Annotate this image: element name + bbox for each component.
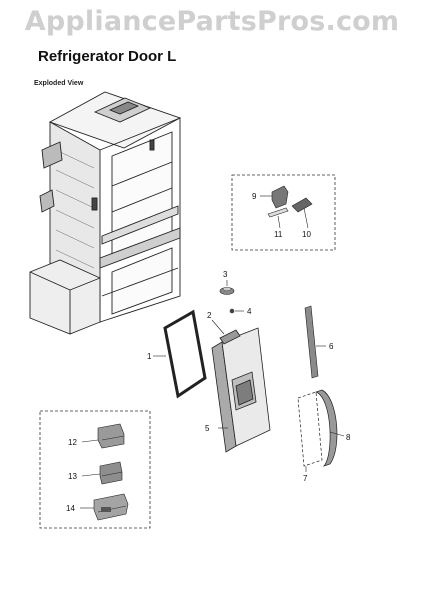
label-part-8: 8 (346, 433, 351, 442)
part-11-shape (267, 207, 289, 218)
label-part-1: 1 (147, 352, 152, 361)
part-6-strip: 6 (304, 305, 334, 379)
door-gasket: 1 (147, 309, 207, 399)
label-part-5: 5 (205, 424, 210, 433)
cabinet-drawing (29, 91, 182, 335)
door-handle (297, 389, 345, 472)
label-part-3: 3 (223, 270, 228, 279)
door-panel (211, 327, 271, 453)
part-4-shape (229, 308, 235, 314)
part-9-shape (271, 185, 289, 209)
label-part-4: 4 (247, 307, 252, 316)
parts-box-9-11: 9 10 11 (231, 174, 336, 251)
label-part-6: 6 (329, 342, 334, 351)
label-part-7: 7 (303, 474, 308, 483)
page-title: Refrigerator Door L (38, 48, 177, 65)
label-part-2: 2 (207, 311, 212, 320)
site-watermark: AppliancePartsPros.com (24, 6, 400, 37)
label-part-11: 11 (274, 230, 283, 239)
label-part-12: 12 (68, 438, 77, 447)
label-part-13: 13 (68, 472, 77, 481)
parts-3-4: 3 4 2 (207, 270, 252, 335)
label-part-10: 10 (302, 230, 311, 239)
part-13-shape (99, 461, 123, 485)
parts-box-12-14: 12 13 14 (39, 410, 151, 529)
part-12-shape (97, 423, 125, 449)
label-part-9: 9 (252, 192, 257, 201)
label-part-14: 14 (66, 504, 75, 513)
part-10-shape (291, 197, 313, 213)
view-label: Exploded View (34, 80, 84, 87)
